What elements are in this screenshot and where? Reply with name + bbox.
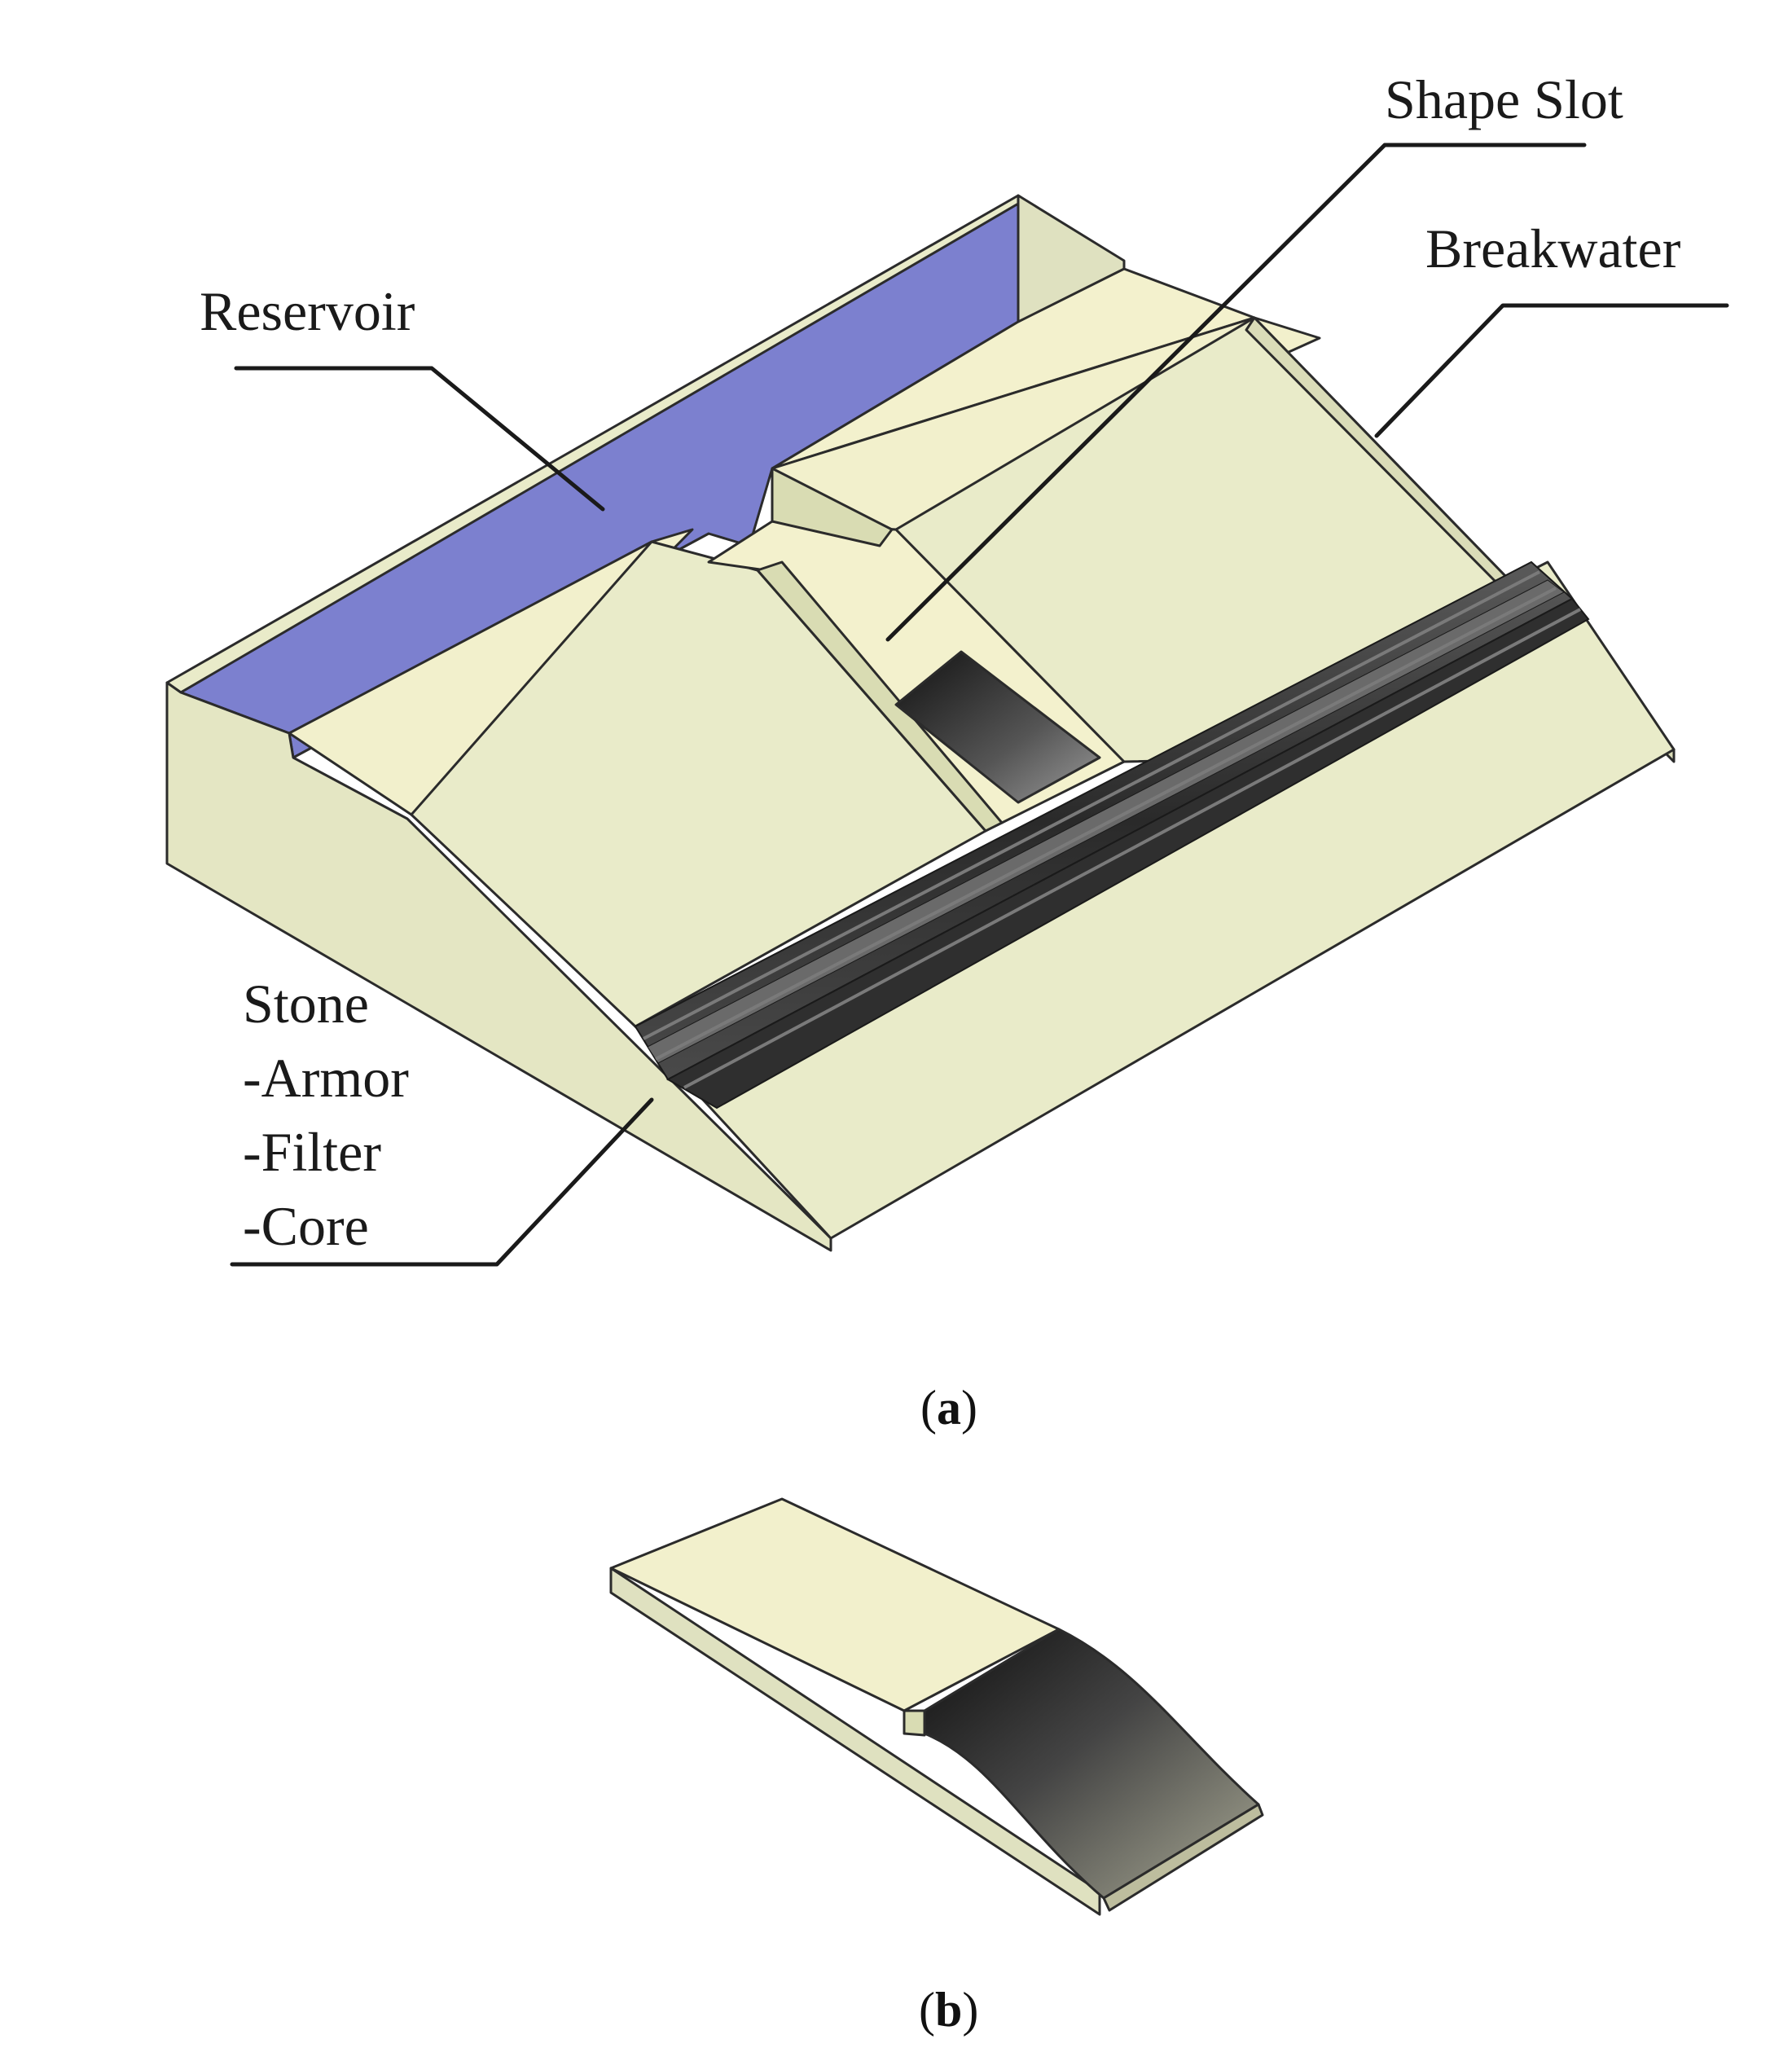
stone-ridge-2	[655, 587, 1557, 1061]
caption-a-open: (	[920, 1381, 937, 1435]
stone-leader	[230, 1097, 654, 1267]
caption-a-letter: a	[937, 1381, 961, 1435]
left-side-wall	[165, 681, 832, 1252]
caption-b-close: )	[962, 1983, 978, 2037]
reservoir-leader	[234, 366, 605, 512]
breakwater-leader	[1374, 303, 1729, 438]
leader-lines	[230, 143, 1729, 1267]
label-shape-slot: Shape Slot	[1385, 68, 1623, 130]
caption-b-letter: b	[935, 1983, 962, 2037]
shape-step-face	[903, 1709, 926, 1737]
label-breakwater: Breakwater	[1425, 218, 1681, 279]
panel-b-slot-shape	[609, 1497, 1264, 1916]
stone-ridge-3	[683, 608, 1581, 1089]
shape-side-face	[609, 1567, 1101, 1916]
label-stone: Stone	[243, 973, 369, 1035]
left-crest	[288, 528, 694, 816]
caption-a-close: )	[961, 1381, 977, 1435]
shape-slot-leader	[885, 143, 1587, 642]
stone-layers	[634, 560, 1590, 1110]
caption-a: (a)	[920, 1381, 977, 1435]
label-armor: -Armor	[243, 1047, 409, 1109]
label-core: -Core	[243, 1195, 369, 1257]
panel-a-model	[165, 194, 1676, 1252]
slot-left-lip	[756, 560, 1004, 833]
shape-ramp-lip	[1102, 1803, 1264, 1912]
caption-b-open: (	[919, 1983, 935, 2037]
label-filter: -Filter	[243, 1121, 381, 1183]
stone-ridge-1	[643, 570, 1540, 1040]
right-step-face	[771, 467, 894, 547]
slot-shape-insert	[894, 650, 1101, 804]
caption-b: (b)	[919, 1983, 978, 2037]
label-reservoir: Reservoir	[200, 280, 415, 342]
